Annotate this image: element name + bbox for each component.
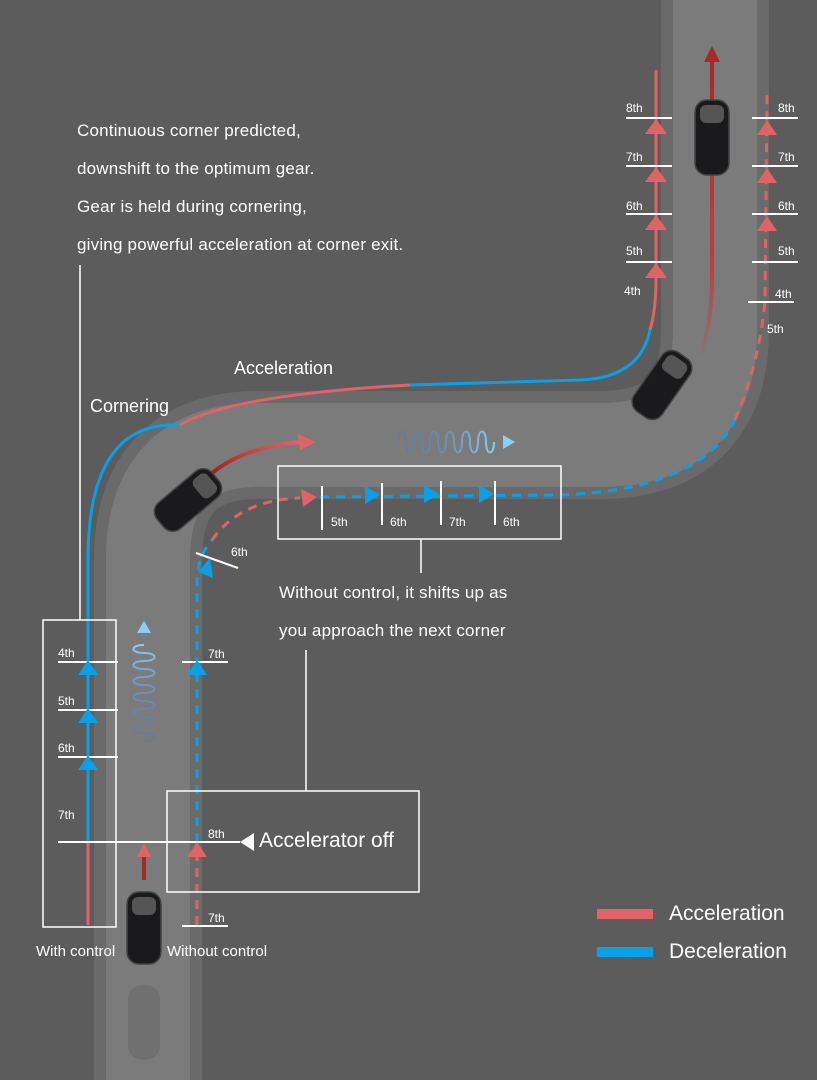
wc-gear-4th: 4th	[58, 646, 75, 660]
wc-top-gear-8th: 8th	[626, 101, 643, 115]
description-line-4: giving powerful acceleration at corner e…	[77, 235, 404, 254]
with-control-label: With control	[36, 943, 116, 960]
cornering-label: Cornering	[90, 396, 170, 416]
accelerator-off-label: Accelerator off	[259, 829, 395, 852]
accelerator-off-box	[166, 790, 420, 893]
top-car-trail	[698, 60, 714, 361]
shift-up-note-line-1: Without control, it shifts up as	[279, 583, 508, 602]
woc-top-gear-5th-low: 5th	[767, 322, 784, 336]
shift-up-box	[277, 465, 562, 540]
woc-top-gear-7th: 7th	[778, 150, 795, 164]
car-corner	[153, 467, 223, 533]
woc-gear-straight-7th: 7th	[449, 515, 466, 529]
woc-gear-7th-start: 7th	[208, 911, 225, 925]
description-line-1: Continuous corner predicted,	[77, 121, 301, 140]
woc-gear-straight-5th: 5th	[331, 515, 348, 529]
woc-top-gear-6th: 6th	[778, 199, 795, 213]
description-line-3: Gear is held during cornering,	[77, 197, 307, 216]
without-control-ticks	[182, 117, 798, 927]
wc-top-gear-7th: 7th	[626, 150, 643, 164]
wc-top-gear-5th: 5th	[626, 244, 643, 258]
legend-deceleration-label: Deceleration	[669, 940, 787, 963]
wc-top-gear-4th: 4th	[624, 284, 641, 298]
legend-acceleration-label: Acceleration	[669, 902, 785, 925]
wc-top-gear-6th: 6th	[626, 199, 643, 213]
legend-acceleration-swatch	[597, 909, 653, 919]
bottom-car-arrowhead	[137, 843, 151, 857]
woc-gear-7th: 7th	[208, 647, 225, 661]
with-control-top-arrows	[645, 119, 667, 278]
car-bottom	[126, 891, 162, 965]
vertical-spiral-arrow	[132, 621, 156, 762]
wc-gear-7th: 7th	[58, 808, 75, 822]
legend-acceleration: Acceleration	[597, 902, 785, 926]
description-line-2: downshift to the optimum gear.	[77, 159, 315, 178]
car-trajectory-arrow	[208, 440, 301, 477]
with-control-path	[86, 70, 658, 925]
woc-top-gear-8th: 8th	[778, 101, 795, 115]
horizontal-spiral-arrow	[375, 430, 515, 454]
legend-deceleration: Deceleration	[597, 940, 787, 964]
acceleration-label: Acceleration	[234, 358, 334, 378]
ghost-car	[128, 985, 160, 1060]
with-control-bottom-arrows	[78, 660, 98, 770]
shift-up-note-line-2: you approach the next corner	[279, 621, 506, 640]
woc-gear-straight-6th-b: 6th	[503, 515, 520, 529]
woc-top-gear-4th: 4th	[775, 287, 792, 301]
woc-top-gear-5th: 5th	[778, 244, 795, 258]
car-top	[694, 99, 730, 176]
accelerator-off-pointer-icon	[240, 833, 254, 851]
woc-gear-8th: 8th	[208, 827, 225, 841]
wc-gear-6th: 6th	[58, 741, 75, 755]
without-control-label: Without control	[167, 943, 268, 960]
wc-gear-5th: 5th	[58, 694, 75, 708]
woc-gear-corner-6th: 6th	[231, 545, 248, 559]
without-control-arrows	[187, 120, 777, 857]
car-exit	[631, 349, 693, 421]
car-trajectory-arrowhead	[298, 434, 316, 450]
top-car-arrowhead	[704, 46, 720, 62]
legend-deceleration-swatch	[597, 947, 653, 957]
woc-gear-straight-6th: 6th	[390, 515, 407, 529]
with-control-top-ticks	[626, 117, 672, 263]
